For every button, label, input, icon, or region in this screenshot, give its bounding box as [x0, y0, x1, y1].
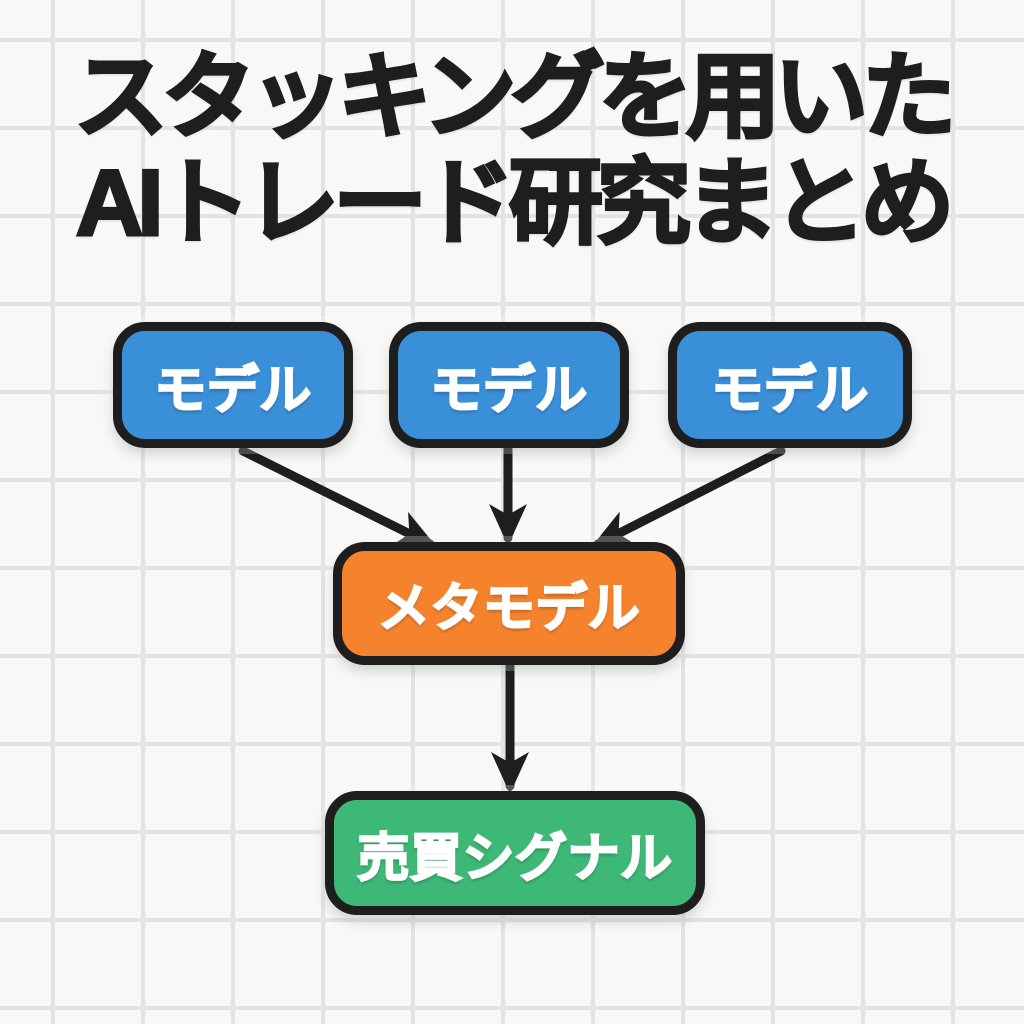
node-label: モデル	[429, 361, 588, 421]
node-model-2: モデル	[389, 322, 629, 448]
node-trade-signal: 売買シグナル	[325, 791, 705, 915]
title-line-1: スタッキングを用いた	[72, 43, 957, 151]
title-line-2: AIトレード研究まとめ	[74, 149, 956, 257]
node-label: メタモデル	[377, 579, 641, 639]
edge-model1-to-meta	[238, 446, 438, 549]
edge-model3-to-meta	[590, 446, 786, 549]
node-model-1: モデル	[113, 322, 353, 448]
page-title: スタッキングを用いた AIトレード研究まとめ	[0, 43, 1024, 257]
node-label: 売買シグナル	[356, 829, 673, 889]
node-label: モデル	[710, 361, 869, 421]
node-label: モデル	[153, 361, 312, 421]
node-meta-model: メタモデル	[333, 542, 685, 665]
node-model-3: モデル	[668, 322, 912, 448]
